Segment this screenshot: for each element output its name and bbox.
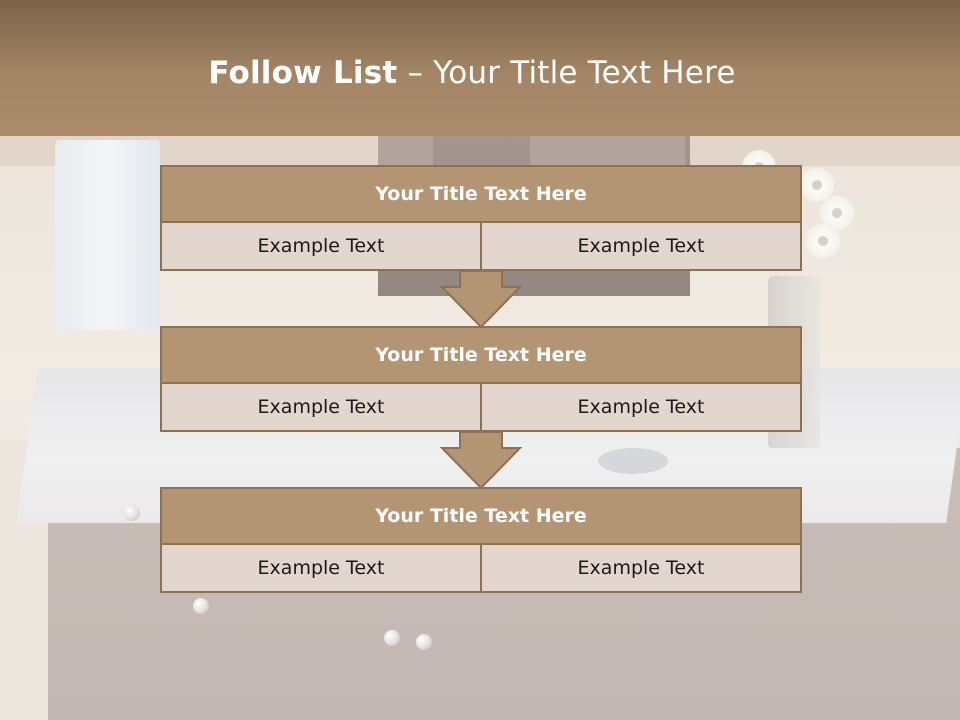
down-arrow-icon [440,432,522,490]
step-title: Your Title Text Here [160,326,802,384]
header-bar: Follow List – Your Title Text Here [0,0,960,136]
down-arrow-icon [440,271,522,329]
step-title: Your Title Text Here [160,487,802,545]
background-soap-dish [598,448,668,474]
slide-title-bold: Follow List [208,55,398,91]
step-cell-right: Example Text [480,543,802,593]
background-mirror-frame [530,136,685,166]
step-block: Your Title Text Here Example Text Exampl… [160,165,802,271]
step-cell-left: Example Text [160,382,482,432]
background-flower [806,224,840,258]
background-towel [55,140,160,330]
background-knob [193,598,209,614]
background-knob [124,505,140,521]
slide-title: Follow List – Your Title Text Here [0,55,944,91]
step-cell-right: Example Text [480,221,802,271]
step-cell-left: Example Text [160,221,482,271]
slide-title-rest: – Your Title Text Here [397,55,736,91]
step-block: Your Title Text Here Example Text Exampl… [160,326,802,432]
step-title: Your Title Text Here [160,165,802,223]
background-knob [384,630,400,646]
background-flower [800,168,834,202]
background-knob [416,634,432,650]
step-cell-right: Example Text [480,382,802,432]
step-block: Your Title Text Here Example Text Exampl… [160,487,802,593]
background-mirror-frame [378,136,433,166]
step-cell-left: Example Text [160,543,482,593]
